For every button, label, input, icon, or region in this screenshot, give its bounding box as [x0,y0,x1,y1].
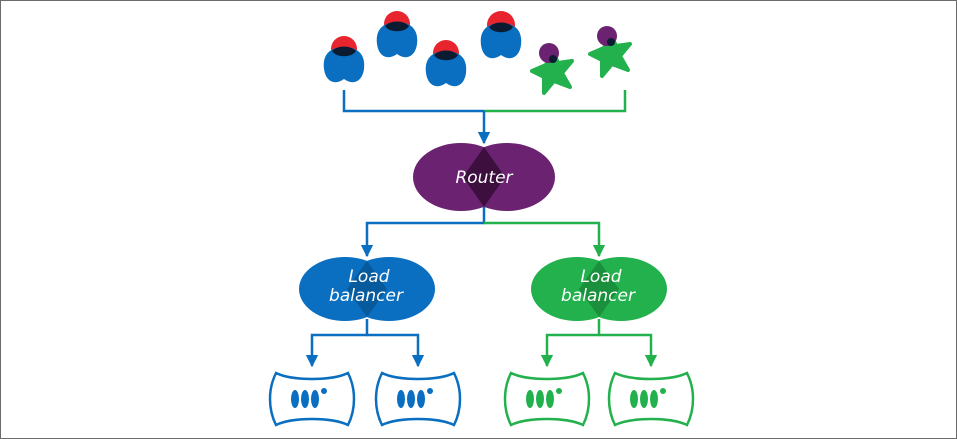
load-balancer-blue: Load balancer [299,257,435,321]
server-icon [374,371,462,427]
blue-client-icon [376,11,418,58]
router-label: Router [455,168,513,188]
servers-group [268,371,695,427]
server-icon [268,371,356,427]
server-icon [607,371,695,427]
load-balancer-label-line1: Load [580,267,621,287]
server-connectors-green [540,319,658,368]
server-connectors-blue [305,319,425,368]
blue-client-icon [323,36,365,83]
blue-client-icon [480,11,522,59]
client-connectors [342,90,627,145]
load-balancer-green: Load balancer [531,257,667,321]
load-balancer-label-line2: balancer [561,286,636,306]
load-balancer-label-line1: Load [348,267,389,287]
clients-group [323,11,632,95]
green-client-icon [530,43,574,95]
load-balancer-label-line2: balancer [329,286,404,306]
router-node: Router [413,143,555,211]
blue-client-icon [425,40,467,87]
server-icon [503,371,591,427]
green-client-icon [588,26,632,78]
router-connectors [360,207,606,258]
